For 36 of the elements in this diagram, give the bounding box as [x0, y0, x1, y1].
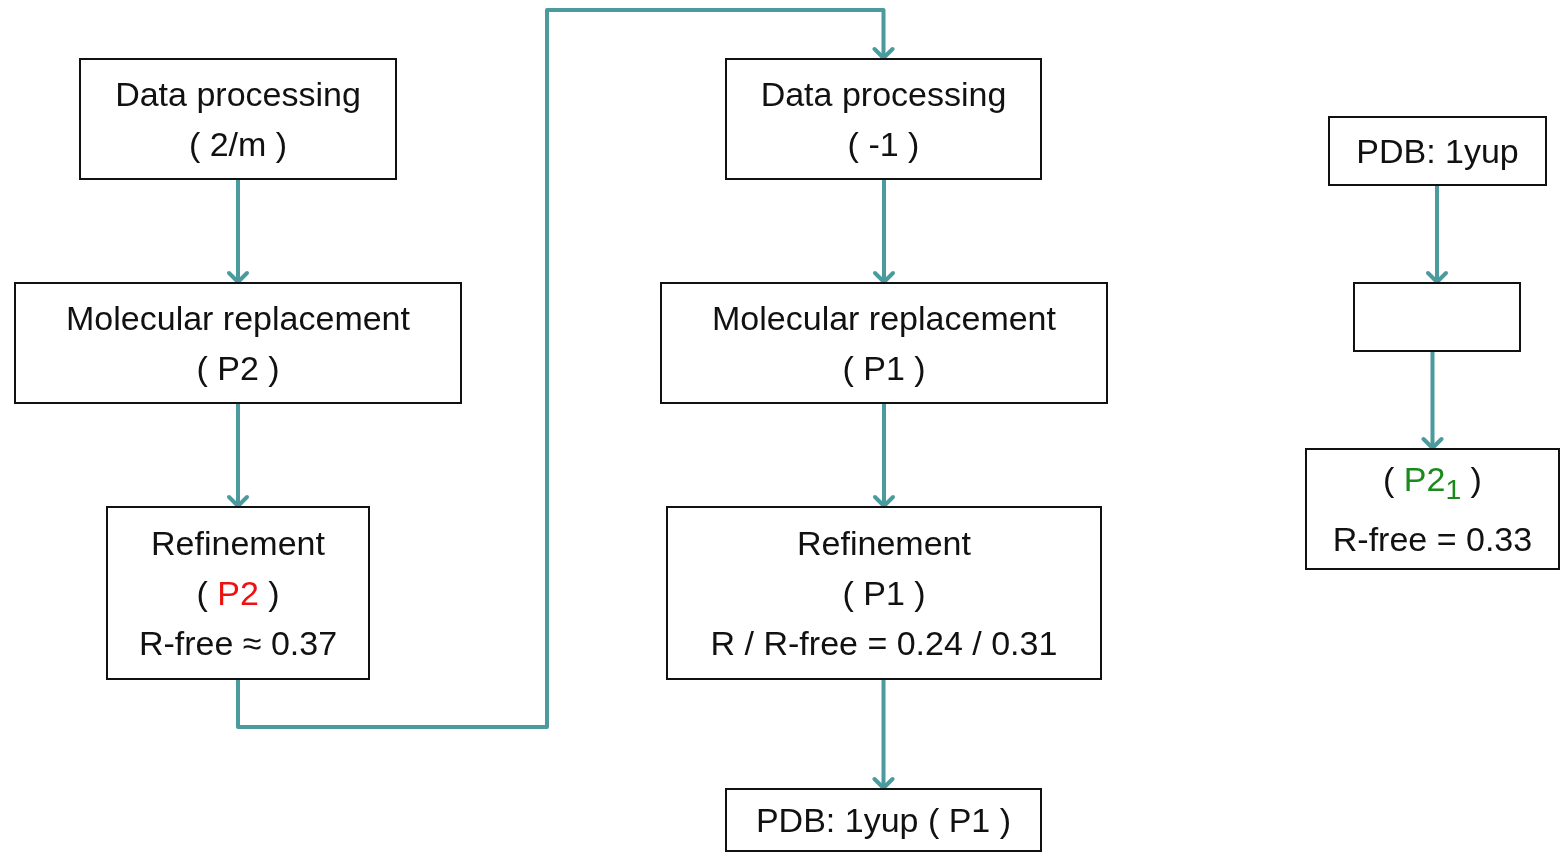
process-box — [660, 282, 1108, 404]
box-detail: ( P1 ) — [842, 348, 926, 389]
box-title: Molecular replacement — [712, 298, 1056, 339]
process-box — [725, 788, 1042, 852]
box-detail: R / R-free = 0.24 / 0.31 — [710, 623, 1058, 664]
arrow — [227, 180, 249, 284]
process-box — [79, 58, 397, 180]
box-detail: ( P2 ) — [196, 348, 280, 389]
box-title: Refinement — [797, 523, 971, 564]
box-detail: R-free = 0.33 — [1332, 518, 1533, 560]
box-title: Data processing — [115, 74, 361, 115]
process-box — [1305, 448, 1560, 570]
box-title: PDB: 1yup — [1356, 131, 1519, 172]
box-detail: R-free ≈ 0.37 — [138, 623, 338, 664]
process-box — [106, 506, 370, 680]
arrow — [873, 404, 895, 508]
process-box — [666, 506, 1102, 680]
box-detail: ( 2/m ) — [188, 124, 288, 165]
arrow — [1421, 352, 1444, 450]
arrow — [1426, 186, 1448, 284]
arrow — [236, 8, 895, 729]
box-title: Molecular replacement — [66, 298, 410, 339]
arrow — [227, 404, 249, 508]
empty-process-box — [1353, 282, 1521, 352]
arrow — [872, 680, 895, 790]
box-title: PDB: 1yup ( P1 ) — [755, 800, 1012, 841]
box-title: ( P2$_{1}$ ) — [1383, 459, 1482, 507]
box-detail: ( P2 ) — [196, 573, 280, 614]
process-box — [725, 58, 1042, 180]
process-box — [14, 282, 462, 404]
arrow — [873, 180, 895, 284]
box-detail: ( P1 ) — [842, 573, 926, 614]
box-title: Refinement — [151, 523, 325, 564]
box-detail: ( -1 ) — [847, 124, 920, 165]
box-title: Data processing — [760, 74, 1007, 115]
process-box — [1328, 116, 1547, 186]
